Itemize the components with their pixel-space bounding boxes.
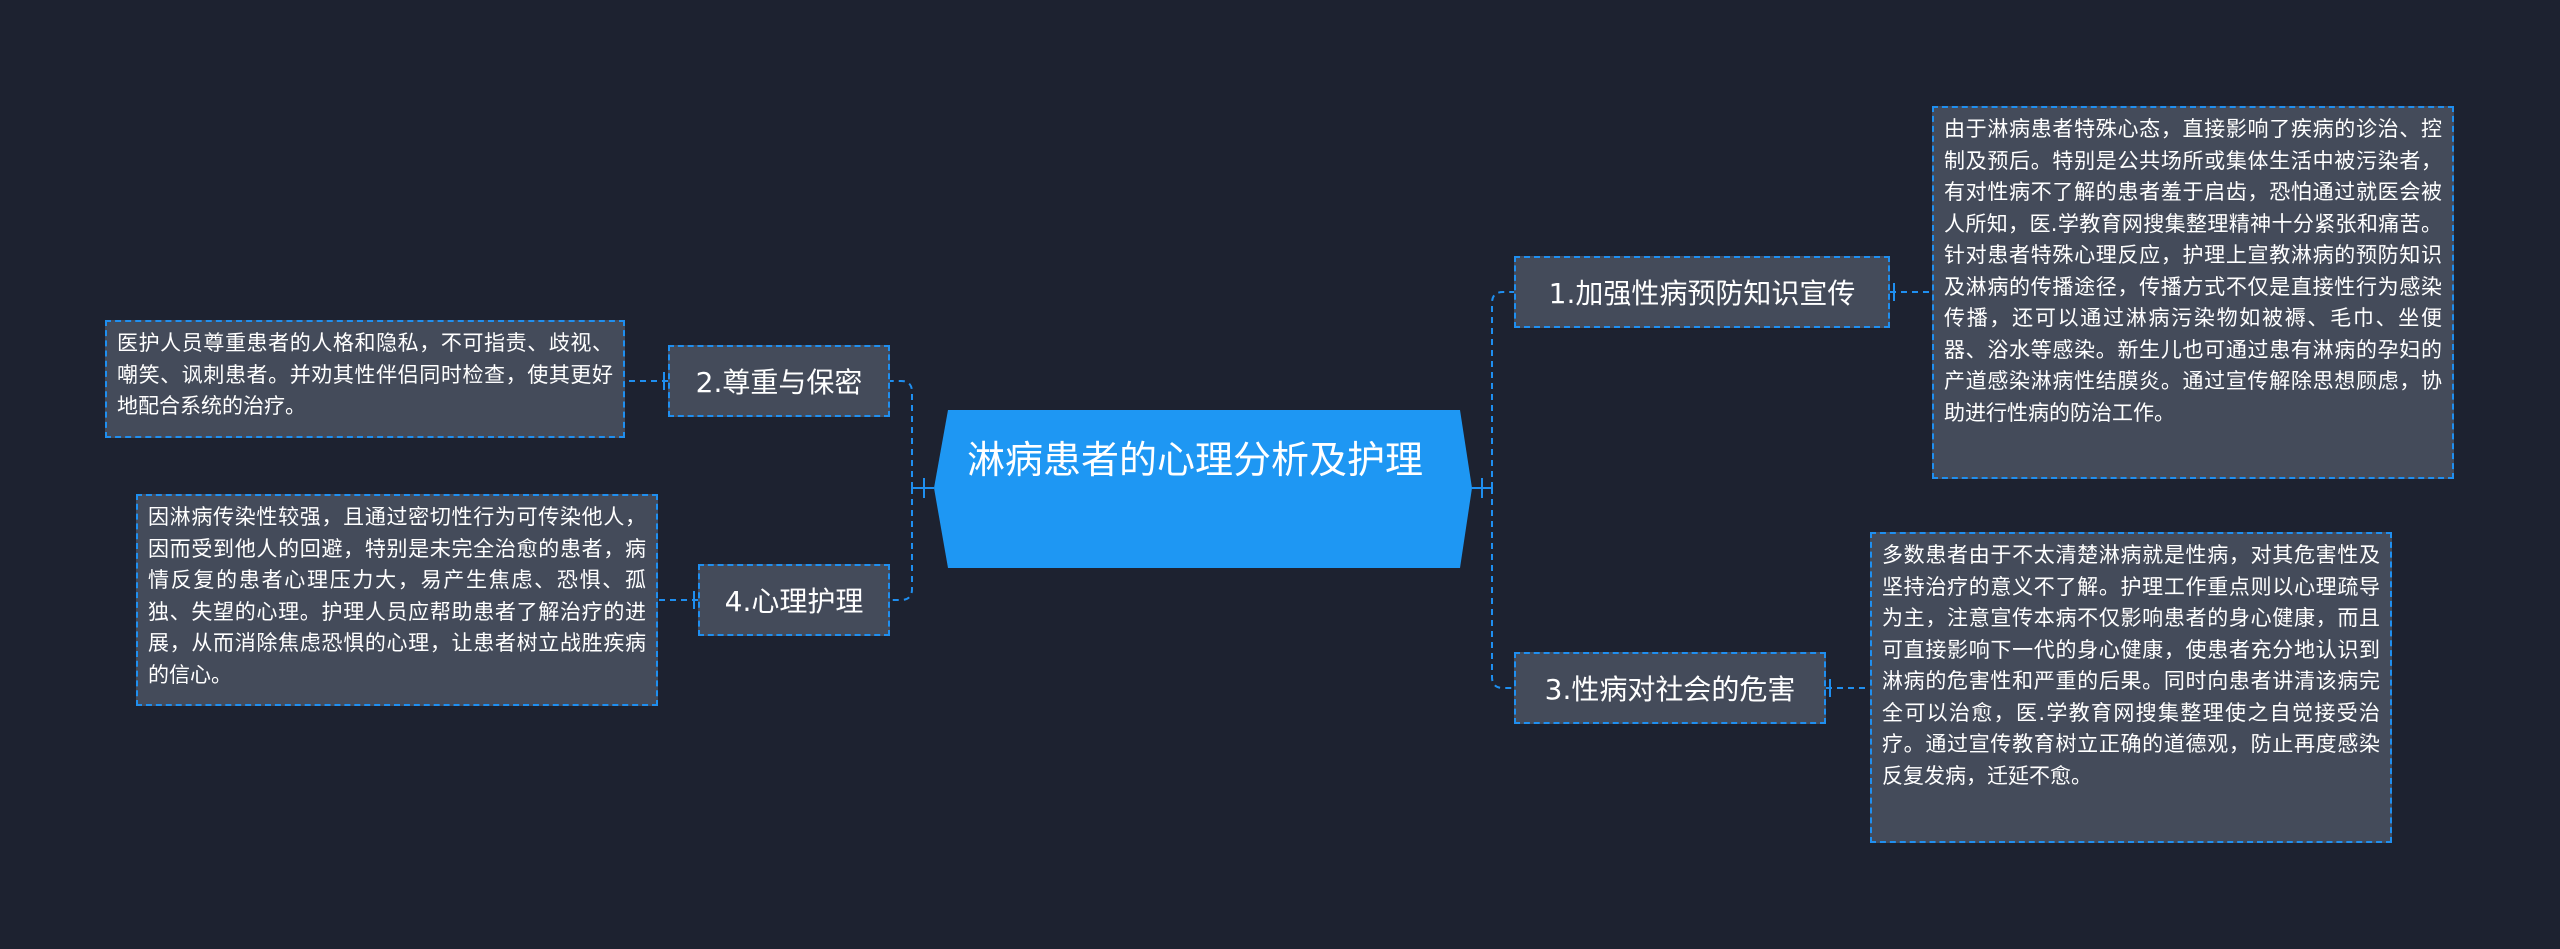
leaf-node-social-harm-detail[interactable]: 多数患者由于不太清楚淋病就是性病，对其危害性及坚持治疗的意义不了解。护理工作重点… (1870, 532, 2392, 843)
branch-node-respect-privacy[interactable]: 2.尊重与保密 (668, 345, 890, 417)
leaf-text: 因淋病传染性较强，且通过密切性行为可传染他人，因而受到他人的回避，特别是未完全治… (148, 505, 646, 687)
branch-label: 4.心理护理 (724, 585, 864, 618)
branch-label: 2.尊重与保密 (695, 366, 863, 399)
leaf-text: 多数患者由于不太清楚淋病就是性病，对其危害性及坚持治疗的意义不了解。护理工作重点… (1882, 543, 2380, 788)
leaf-node-psychological-care-detail[interactable]: 因淋病传染性较强，且通过密切性行为可传染他人，因而受到他人的回避，特别是未完全治… (136, 494, 658, 706)
branch-node-psychological-care[interactable]: 4.心理护理 (698, 564, 890, 636)
branch-node-social-harm[interactable]: 3.性病对社会的危害 (1514, 652, 1826, 724)
leaf-text: 由于淋病患者特殊心态，直接影响了疾病的诊治、控制及预后。特别是公共场所或集体生活… (1944, 117, 2442, 425)
leaf-text: 医护人员尊重患者的人格和隐私，不可指责、歧视、嘲笑、讽刺患者。并劝其性伴侣同时检… (117, 331, 613, 418)
branch-label: 3.性病对社会的危害 (1544, 673, 1796, 706)
root-node-title[interactable]: 淋病患者的心理分析及护理 (966, 438, 1423, 482)
leaf-node-prevention-education-detail[interactable]: 由于淋病患者特殊心态，直接影响了疾病的诊治、控制及预后。特别是公共场所或集体生活… (1932, 106, 2454, 479)
root-node-shape[interactable] (934, 410, 1472, 568)
branch-label: 1.加强性病预防知识宣传 (1548, 277, 1856, 310)
branch-node-prevention-education[interactable]: 1.加强性病预防知识宣传 (1514, 256, 1890, 328)
leaf-node-respect-privacy-detail[interactable]: 医护人员尊重患者的人格和隐私，不可指责、歧视、嘲笑、讽刺患者。并劝其性伴侣同时检… (105, 320, 625, 438)
